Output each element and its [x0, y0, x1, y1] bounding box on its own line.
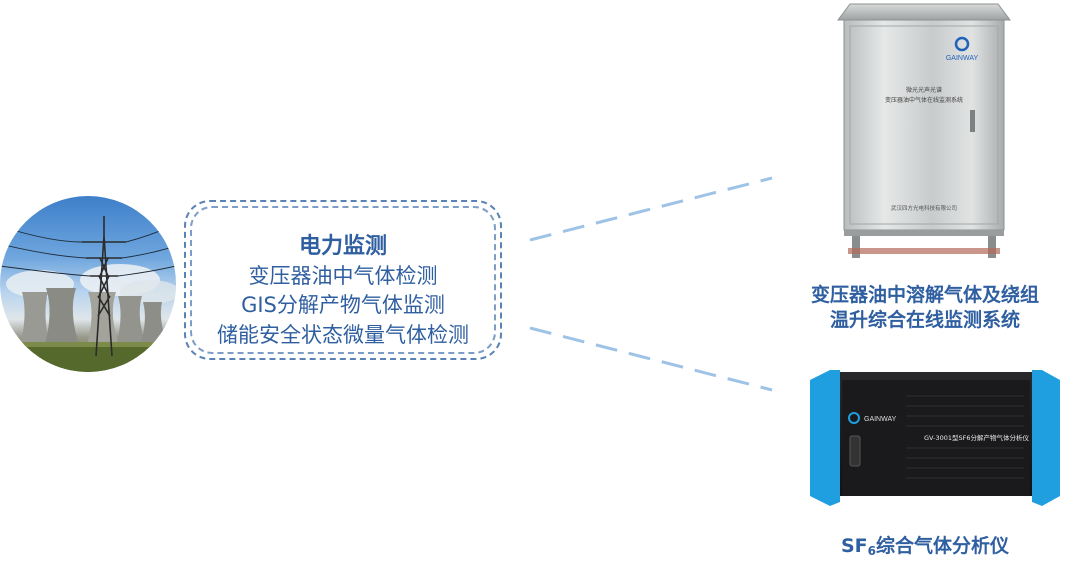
monitoring-box-outer-border [184, 200, 502, 360]
sf6-gas-analyzer: GAINWAY GV-3001型SF6分解产物气体分析仪 [806, 366, 1062, 512]
cabinet-plate-line-1: 微光光声光谱 [906, 86, 942, 94]
connector-line-top [529, 176, 773, 242]
monitoring-box-inner-border [190, 206, 496, 354]
cabinet-footer-text: 武汉四方光电科技有限公司 [891, 204, 957, 212]
analyzer-caption-prefix: SF [840, 535, 868, 557]
monitoring-item-energy-storage: 储能安全状态微量气体检测 [217, 323, 469, 347]
monitoring-title: 电力监测 [298, 234, 387, 259]
gainway-logo-icon [954, 36, 970, 52]
analyzer-caption: SF6综合气体分析仪 [790, 533, 1060, 564]
monitoring-item-transformer-oil: 变压器油中气体检测 [248, 264, 438, 288]
power-plant-illustration [0, 216, 176, 372]
analyzer-caption-suffix: 综合气体分析仪 [876, 535, 1010, 557]
cabinet-plate-line-2: 变压器油中气体在线监测系统 [885, 96, 963, 104]
monitoring-item-gis: GIS分解产物气体监测 [241, 293, 445, 317]
power-plant-image [0, 196, 176, 372]
cabinet-caption-line-2: 温升综合在线监测系统 [829, 309, 1020, 331]
cabinet-caption-line-1: 变压器油中溶解气体及绕组 [810, 284, 1039, 306]
analyzer-logo-text: GAINWAY [864, 416, 897, 423]
cabinet-logo-text: GAINWAY [946, 55, 979, 62]
analyzer-logo-icon [848, 412, 860, 424]
connector-line-bottom [529, 326, 773, 392]
analyzer-caption-subscript: 6 [867, 544, 876, 558]
analyzer-model-text: GV-3001型SF6分解产物气体分析仪 [924, 433, 1029, 442]
transformer-monitoring-cabinet: GAINWAY 微光光声光谱 变压器油中气体在线监测系统 武汉四方光电科技有限公… [834, 0, 1014, 262]
